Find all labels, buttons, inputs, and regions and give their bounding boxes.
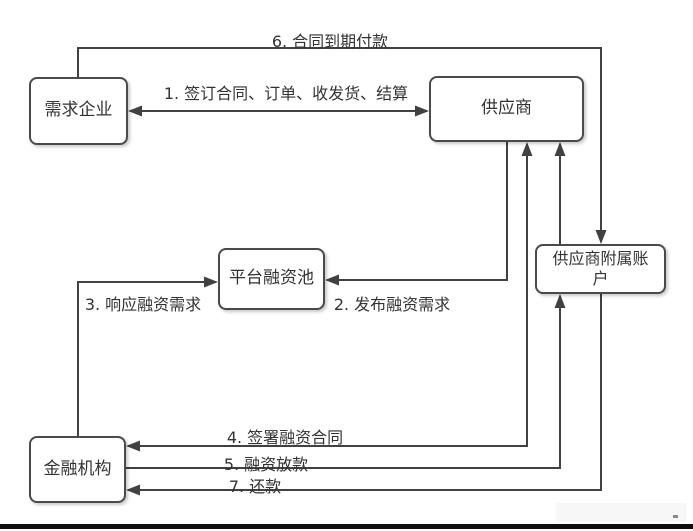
tiny-dot-artifact	[673, 515, 678, 518]
node-demand-enterprise: 需求企业	[29, 77, 128, 145]
node-platform-financing-pool: 平台融资池	[218, 248, 325, 310]
edge-1-arrowhead-right	[415, 105, 429, 117]
edge-label-6-payment-on-contract-maturity: 6. 合同到期付款	[271, 32, 389, 51]
edge-label-4-sign-financing-contract: 4. 签署融资合同	[226, 428, 344, 447]
edge-7-arrowhead	[126, 484, 140, 496]
edge-1-arrowhead-left	[128, 105, 142, 117]
node-supplier-affiliated-account: 供应商附属账户	[535, 244, 666, 294]
edge-4-arrowhead-bank	[126, 440, 140, 452]
edge-label-7-repayment: 7. 还款	[228, 477, 282, 496]
bottom-border-line	[0, 524, 693, 529]
edge-3-line	[77, 281, 216, 436]
edge-6-arrowhead	[595, 230, 607, 244]
node-financial-institution: 金融机构	[29, 436, 126, 503]
edge-account-supplier-arrowhead	[554, 142, 566, 156]
faint-strip	[556, 503, 686, 522]
edge-4-arrowhead-supplier	[521, 142, 533, 156]
edge-label-2-publish-financing-demand: 2. 发布融资需求	[333, 295, 451, 314]
edge-2-line	[327, 142, 508, 281]
node-supplier: 供应商	[429, 76, 584, 142]
edge-6-line	[77, 47, 602, 242]
edge-4-line	[128, 144, 528, 447]
edge-label-1-sign-contract-order-shipping-settlement: 1. 签订合同、订单、收发货、结算	[163, 84, 409, 103]
edge-7-line	[128, 294, 602, 491]
edge-5-line	[126, 296, 561, 469]
edge-label-5-loan-disbursement: 5. 融资放款	[223, 455, 309, 474]
edge-2-arrowhead	[325, 274, 339, 286]
edge-5-arrowhead	[554, 294, 566, 308]
edge-3-arrowhead	[204, 276, 218, 288]
edge-label-3-respond-financing-demand: 3. 响应融资需求	[84, 295, 202, 314]
